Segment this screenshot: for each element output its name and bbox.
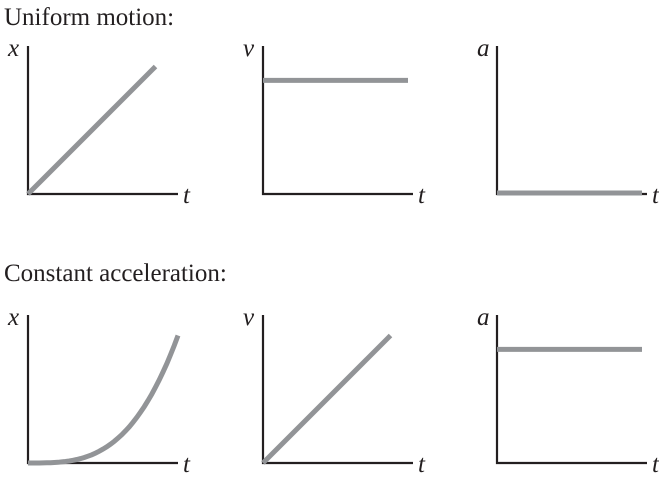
y-axis-label: a	[477, 304, 490, 331]
x-axis-label: t	[652, 182, 659, 209]
x-axis-label: t	[652, 451, 659, 478]
x-axis-label: t	[183, 451, 191, 478]
plot-1: xt	[7, 35, 191, 209]
y-axis-label: v	[243, 304, 255, 331]
x-axis-label: t	[418, 451, 426, 478]
y-axis-label: x	[7, 304, 19, 331]
plot-6: at	[477, 304, 659, 478]
x-axis-label: t	[183, 182, 191, 209]
plot-5: vt	[243, 304, 426, 478]
plot-3: at	[477, 35, 659, 209]
series-line	[26, 64, 158, 196]
y-axis-label: x	[7, 35, 19, 62]
plot-2: vt	[243, 35, 426, 209]
y-axis-label: v	[243, 35, 255, 62]
x-axis-label: t	[418, 182, 426, 209]
y-axis-label: a	[477, 35, 490, 62]
heading-uniform-motion: Uniform motion:	[4, 4, 174, 31]
plot-4: xt	[7, 304, 191, 478]
heading-constant-acceleration: Constant acceleration:	[4, 260, 227, 287]
axes	[495, 315, 647, 465]
axes	[495, 46, 647, 196]
series-line	[28, 334, 181, 466]
axes	[261, 46, 413, 196]
series-line	[261, 333, 393, 465]
